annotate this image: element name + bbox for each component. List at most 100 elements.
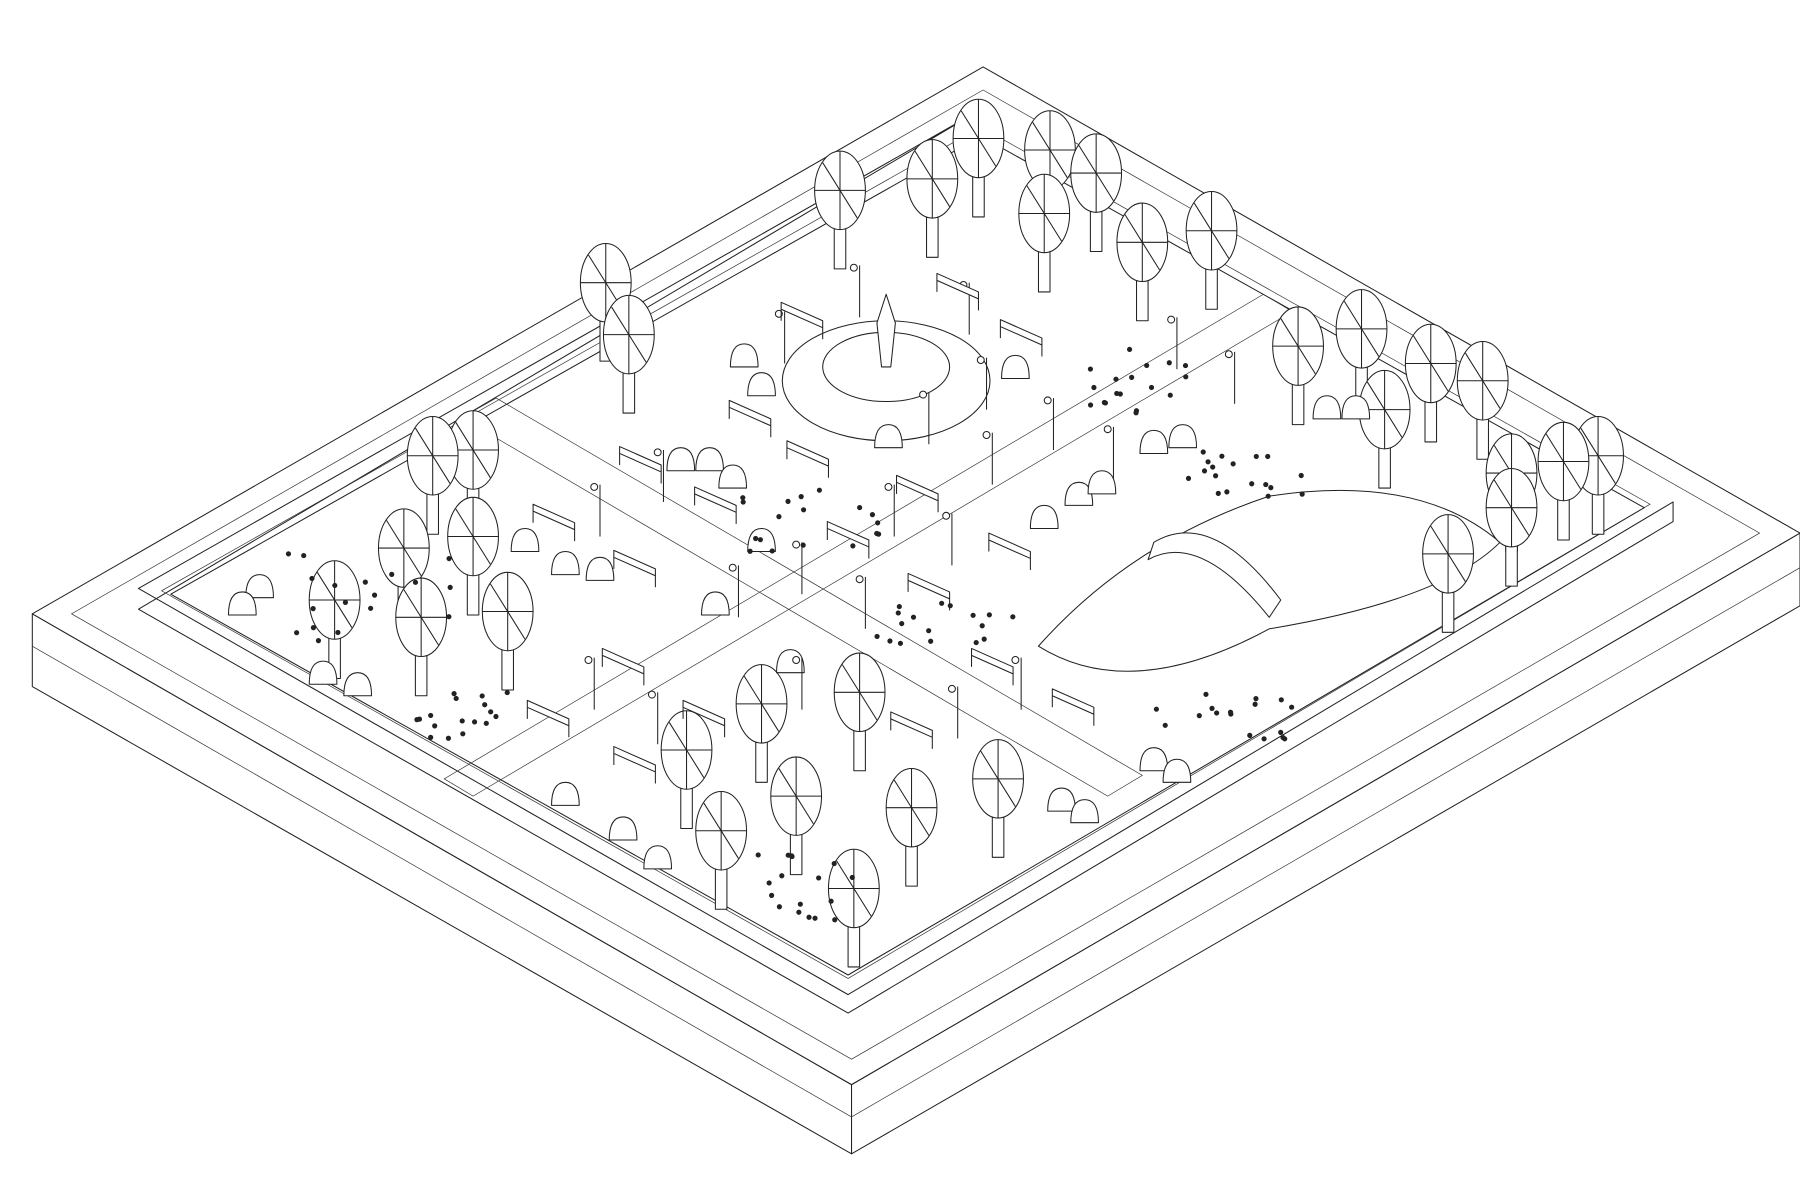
tree-facets [1186, 191, 1237, 270]
flower-icon [806, 914, 812, 920]
flower-icon [1253, 696, 1259, 702]
tree-facets [378, 508, 430, 588]
tree-facets [906, 139, 958, 219]
flower-icon [1298, 472, 1304, 479]
flower-icon [769, 548, 775, 554]
flower-icon [798, 494, 804, 500]
bench-icon [896, 474, 939, 513]
lamp-head-icon [849, 263, 858, 272]
flower-icon [895, 610, 901, 616]
lamp-head-icon [1011, 656, 1020, 664]
flower-icon [1113, 376, 1119, 382]
flower-icon [1117, 391, 1123, 397]
flower-icon [1166, 360, 1172, 366]
bush-icon [245, 574, 274, 599]
bush-icon [1341, 395, 1371, 420]
lamp-head-icon [653, 448, 662, 457]
flower-icon [986, 612, 992, 618]
bench-icon [936, 272, 979, 311]
lamp-head-icon [1167, 315, 1176, 324]
flower-icon [1265, 493, 1271, 499]
flower-icon [1153, 706, 1159, 712]
flower-icon [740, 499, 746, 505]
flower-icon [335, 629, 341, 636]
lamp-head-icon [728, 563, 737, 572]
flower-icon [1133, 408, 1140, 414]
bush-icon [1001, 354, 1030, 379]
flower-icon [1087, 366, 1094, 372]
lamp-head-icon [942, 511, 951, 520]
flower-icon [874, 633, 880, 640]
flower-icon [1162, 722, 1168, 728]
flower-icon [428, 712, 434, 719]
flower-icon [1126, 346, 1133, 353]
lamp-head-icon [919, 390, 928, 399]
flower-icon [1219, 453, 1225, 459]
flower-icon [816, 875, 822, 881]
flower-icon [1091, 384, 1097, 391]
flower-icon [453, 695, 459, 702]
tree-facets [770, 756, 822, 836]
flower-icon [1205, 459, 1211, 465]
flower-icon [1215, 490, 1221, 496]
lamp-head-icon [855, 575, 864, 584]
bench-icon [988, 532, 1031, 570]
bush-icon [1070, 799, 1099, 824]
flower-icon [1289, 704, 1295, 710]
flower-icon [471, 719, 478, 725]
flower-icon [447, 584, 453, 590]
flower-icon [362, 579, 368, 585]
flower-icon [776, 514, 782, 520]
flower-icon [1278, 697, 1284, 703]
bush-icon [608, 816, 638, 841]
bush-icon [343, 672, 373, 697]
bush-icon [1168, 424, 1198, 449]
bench-icon [619, 446, 662, 484]
flower-icon [970, 612, 976, 618]
flower-icon [800, 507, 807, 513]
flower-icon [973, 639, 979, 646]
park-objects [227, 98, 1624, 968]
flower-icon [445, 735, 452, 741]
bench-icon [694, 486, 737, 524]
tree-facets [695, 791, 747, 870]
flower-icon [828, 898, 834, 904]
flower-icon [1203, 691, 1209, 697]
lamp-head-icon [774, 309, 783, 318]
bush-icon [701, 591, 730, 616]
flower-icon [755, 852, 761, 858]
flower-icon [897, 640, 904, 646]
flower-icon [1144, 362, 1150, 369]
tree-facets [814, 151, 866, 230]
bench-icon [826, 521, 870, 559]
flower-icon [800, 542, 806, 548]
flower-icon [926, 628, 932, 634]
tree-facets [395, 578, 447, 657]
bush-icon [874, 424, 903, 449]
flower-icon [899, 621, 905, 627]
tree-facets [1538, 422, 1589, 501]
tree-facets [953, 99, 1004, 178]
bush-icon [718, 464, 748, 489]
flower-icon [446, 614, 452, 620]
flower-icon [789, 853, 795, 859]
tree-facets [407, 416, 459, 495]
flower-icon [1252, 701, 1258, 707]
flower-icon [776, 904, 783, 910]
flower-icon [315, 638, 322, 644]
tree-facets [482, 572, 534, 651]
tree-facets [447, 497, 499, 576]
flower-icon [1010, 614, 1016, 620]
flower-icon [342, 599, 349, 605]
flower-icon [779, 873, 785, 879]
flower-icon [460, 731, 466, 737]
bush-icon [1139, 747, 1169, 772]
bush-icon [643, 845, 673, 870]
flower-icon [428, 734, 434, 740]
flower-icon [1182, 362, 1189, 369]
tree-facets [1405, 324, 1457, 403]
bench-icon [780, 301, 824, 340]
flower-icon [896, 603, 902, 610]
flower-icon [1249, 481, 1255, 487]
flower-icon [1185, 475, 1192, 481]
